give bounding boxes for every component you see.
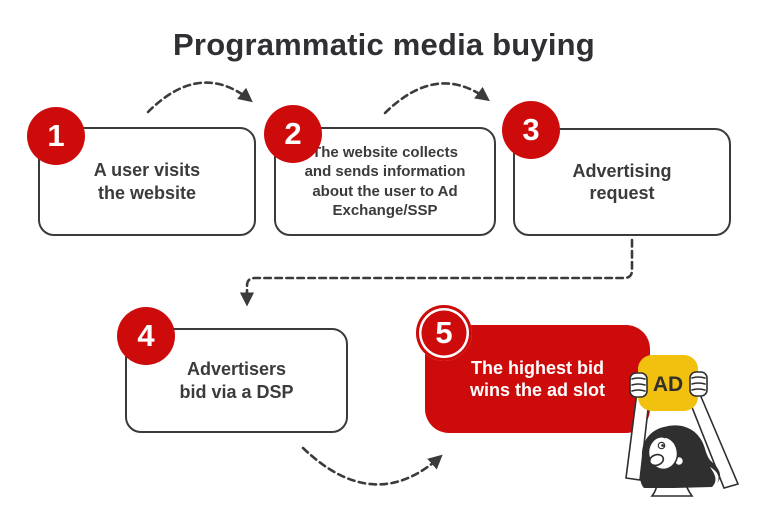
step-1-number-badge: 1 [27,107,85,165]
arrow-step4-to-step5 [301,446,443,486]
left-hand [629,372,648,398]
ad-sign [638,355,698,411]
woman-holding-ad-sign-illustration: AD [625,355,740,497]
step-3-label: Advertising request [572,160,672,204]
eyebrow [653,435,666,440]
arrow-step1-to-step2 [146,81,253,114]
step-2-box: The website collects and sends informati… [274,127,496,236]
step-4-label: Advertisers bid via a DSP [179,359,294,402]
step-1-label: A user visits the website [93,160,201,203]
step-5-label: The highest bid wins the ad slot [469,357,606,401]
step-4-number-badge: 4 [117,307,175,365]
right-hand [689,371,708,397]
pupil [661,444,664,447]
ad-sign-text: AD [653,373,683,396]
step-3-number-badge: 3 [502,101,560,159]
step-2-label: The website collects and sends informati… [304,143,466,220]
page-title: Programmatic media buying [173,27,595,62]
mouth [648,453,665,467]
step-5-number-badge: 5 [416,305,472,361]
arrow-step2-to-step3 [383,82,490,115]
step-2-number-badge: 2 [264,105,322,163]
step-4-box: Advertisers bid via a DSP [125,328,348,433]
arrow-step3-to-step4 [239,238,634,307]
